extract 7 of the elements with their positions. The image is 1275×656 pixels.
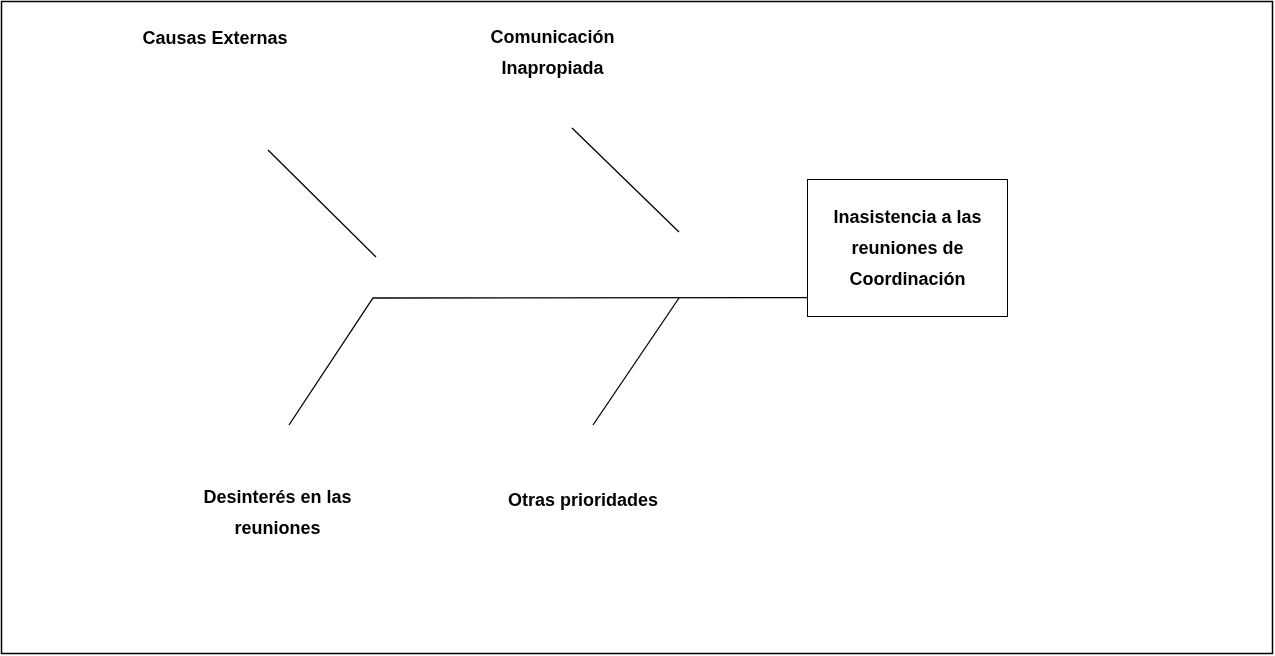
cause-label: Causas Externas: [142, 26, 288, 50]
cause-label: Otras prioridades: [507, 488, 658, 512]
cause-label: Comunicación Inapropiada: [489, 26, 616, 80]
cause-label: Desinterés en las reuniones: [202, 486, 353, 540]
fishbone-spine: [288, 297, 808, 426]
effect-box: [807, 179, 1008, 317]
effect-text: Inasistencia a las reuniones de Coordinación: [832, 205, 983, 291]
